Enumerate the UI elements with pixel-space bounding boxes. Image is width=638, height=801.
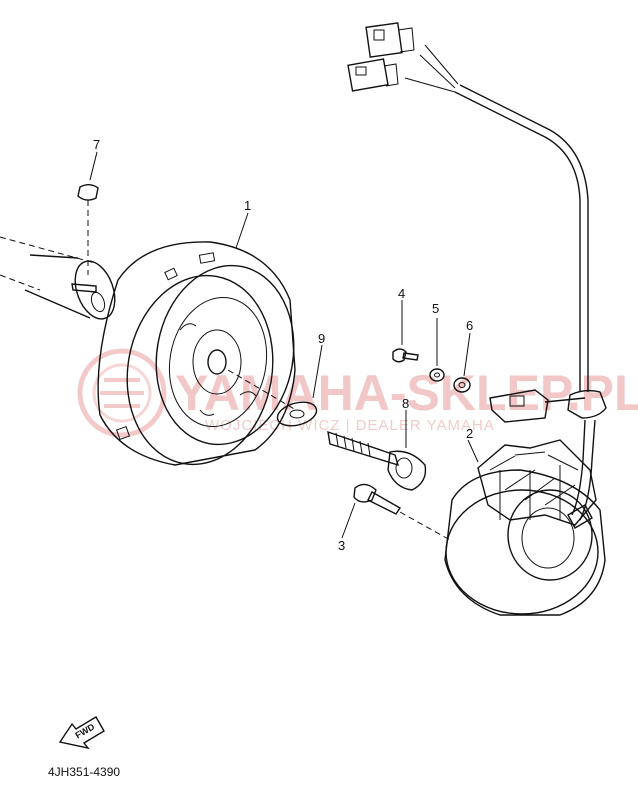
callout-labels: 1 2 3 4 5 6 7 8 9 <box>93 137 473 553</box>
crankshaft-end <box>0 236 116 320</box>
watermark-sub-text: WOJCIECH WICZ | DEALER YAMAHA <box>205 417 495 434</box>
fwd-arrow: FWD <box>58 716 105 750</box>
callout-2: 2 <box>466 426 473 441</box>
callout-4: 4 <box>398 286 405 301</box>
watermark-logo <box>77 348 167 438</box>
washer <box>227 344 323 427</box>
callout-8: 8 <box>402 396 409 411</box>
stator-screw <box>341 483 451 541</box>
wiring-harness <box>347 22 607 521</box>
small-screw <box>392 300 419 363</box>
plain-washer <box>453 332 471 393</box>
flywheel-rotor <box>97 212 296 466</box>
callout-6: 6 <box>466 318 473 333</box>
stator-assembly <box>444 439 606 616</box>
lock-washer <box>429 318 445 382</box>
flywheel-bolt <box>327 410 427 491</box>
woodruff-key <box>77 151 99 275</box>
callout-9: 9 <box>318 331 325 346</box>
callout-7: 7 <box>93 137 100 152</box>
callout-5: 5 <box>432 301 439 316</box>
callout-1: 1 <box>244 198 251 213</box>
drawing-code: 4JH351-4390 <box>48 765 120 779</box>
watermark: YAMAHA-SKLEP.PL WOJCIECH WICZ | DEALER Y… <box>77 348 638 438</box>
callout-3: 3 <box>338 538 345 553</box>
